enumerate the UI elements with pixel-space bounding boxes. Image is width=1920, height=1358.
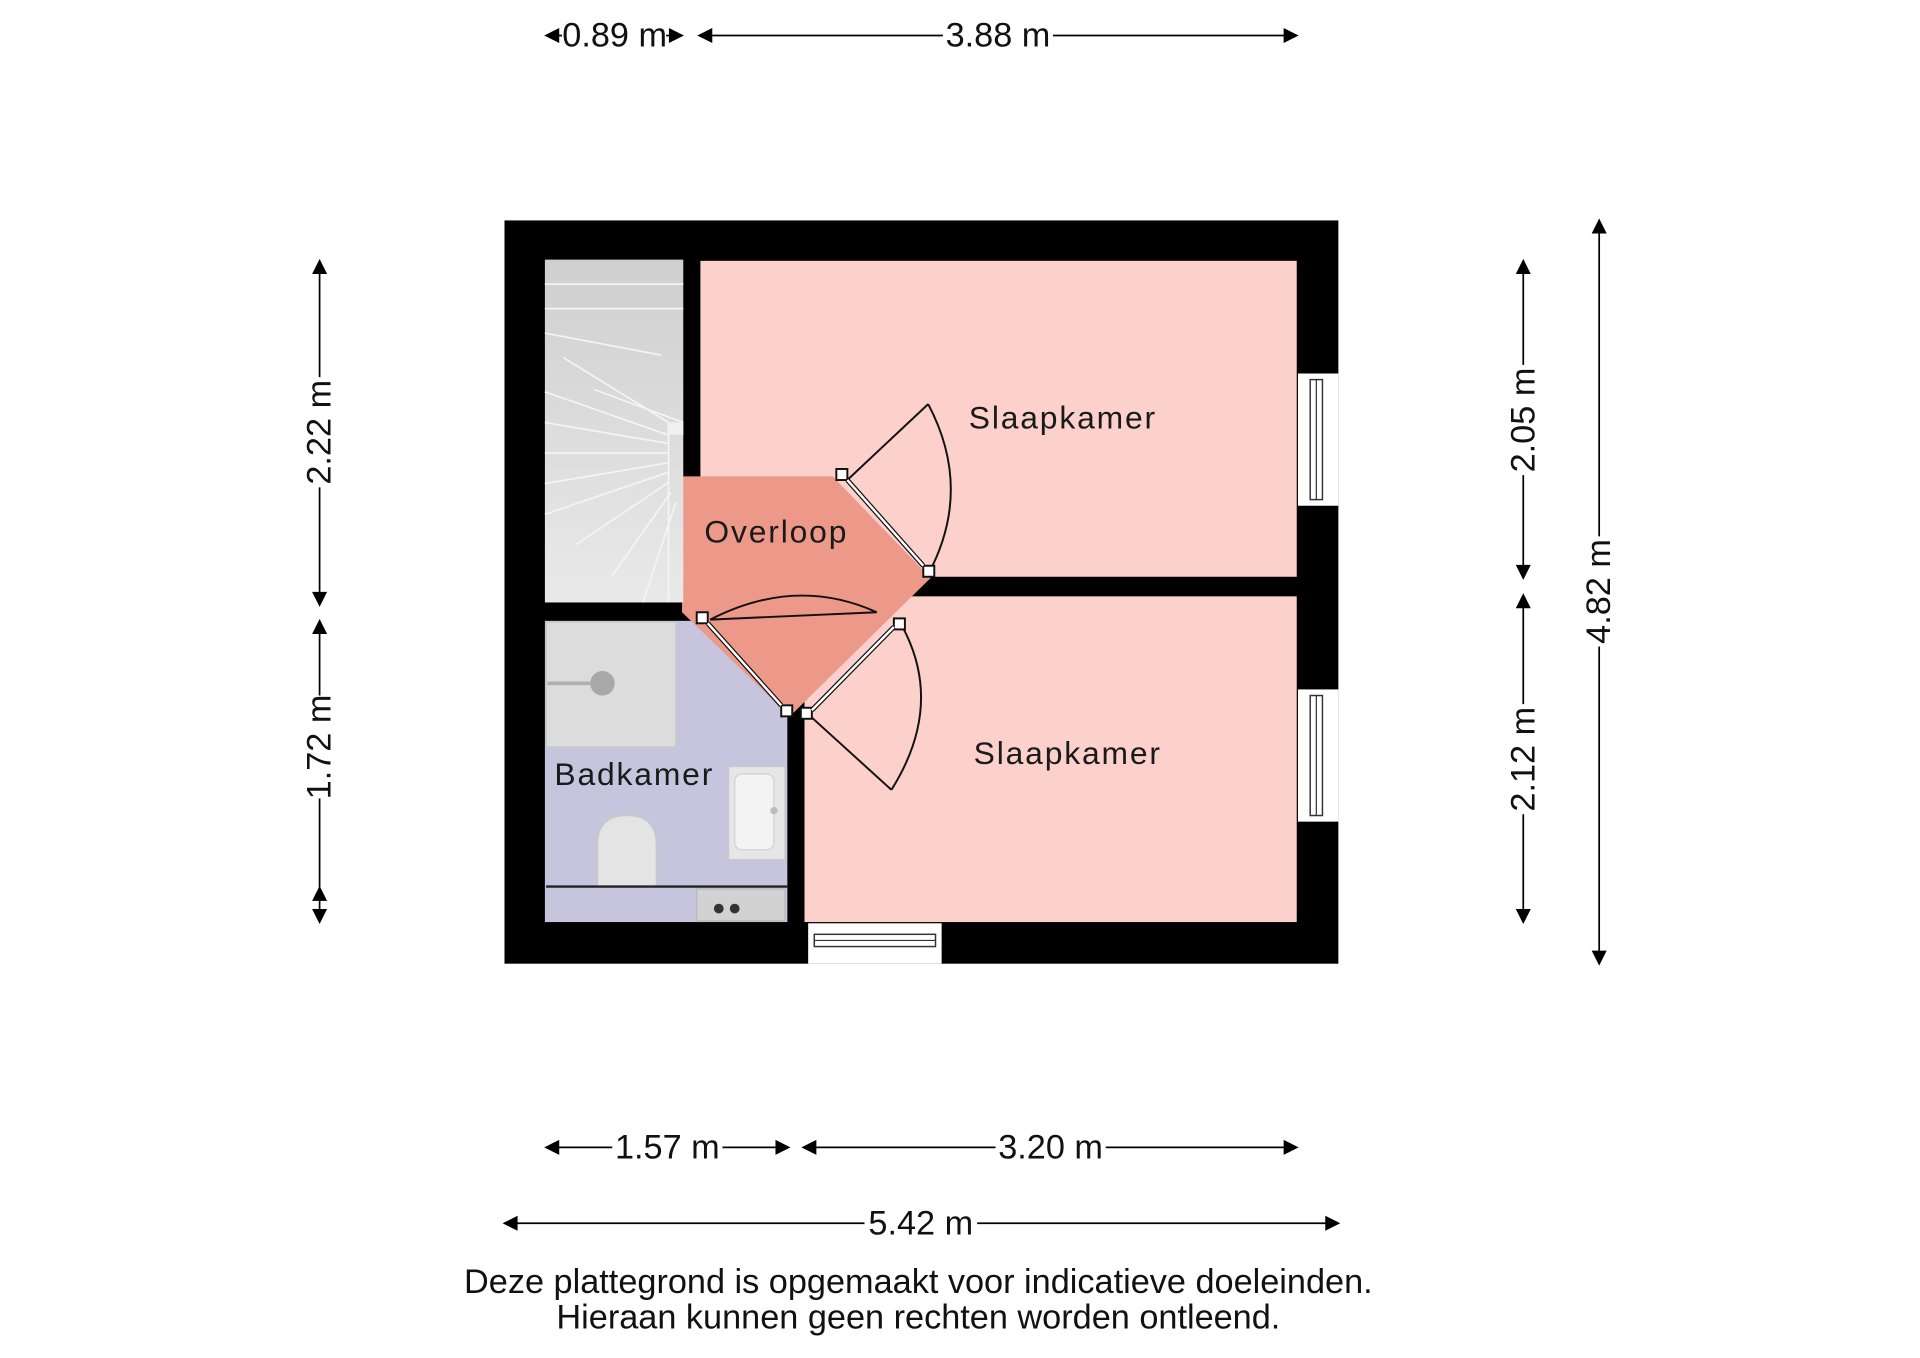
dim-right-upper: 2.05 m (1504, 368, 1542, 473)
room-slaapkamer-bottom (804, 596, 1297, 923)
window-icon (808, 373, 1339, 964)
staircase-icon (544, 259, 684, 603)
washing-machine-connection-icon (696, 888, 786, 922)
dim-right-lower: 2.12 m (1504, 707, 1542, 812)
label-overloop: Overloop (704, 513, 848, 549)
label-slaapkamer-top: Slaapkamer (969, 400, 1157, 436)
sink-icon (727, 765, 786, 861)
shower-icon (545, 621, 677, 748)
dim-top-left: 0.89 m (562, 17, 667, 55)
disclaimer-line-1: Deze plattegrond is opgemaakt voor indic… (464, 1263, 1373, 1301)
toilet-icon (596, 814, 657, 888)
dim-left-upper: 2.22 m (301, 380, 339, 485)
dim-bottom-right: 3.20 m (998, 1128, 1103, 1166)
dim-top-right: 3.88 m (946, 17, 1051, 55)
dim-right-total: 4.82 m (1580, 539, 1618, 644)
label-badkamer: Badkamer (554, 756, 714, 792)
dim-bottom-left: 1.57 m (615, 1128, 720, 1166)
floorplan: Slaapkamer Slaapkamer Overloop Badkamer (504, 220, 1339, 964)
dim-bottom-total: 5.42 m (868, 1204, 973, 1242)
disclaimer-line-2: Hieraan kunnen geen rechten worden ontle… (556, 1299, 1280, 1337)
dimension-lines (312, 28, 1607, 1231)
label-slaapkamer-bottom: Slaapkamer (974, 735, 1162, 771)
door-swing-icon (695, 403, 952, 791)
dim-left-lower: 1.72 m (301, 695, 339, 800)
